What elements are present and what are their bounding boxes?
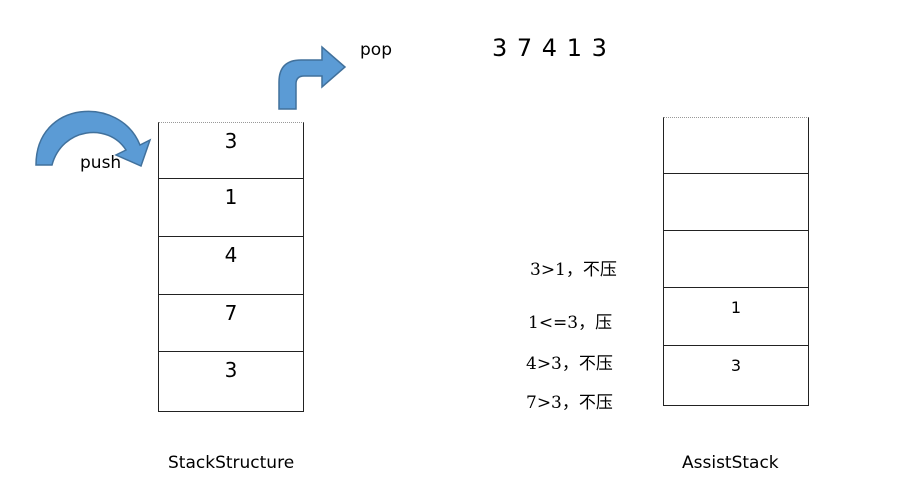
assist-stack-cell: 3 [663, 346, 809, 406]
stack-structure-caption: StackStructure [168, 453, 295, 473]
push-curved-arrow-icon [35, 110, 152, 168]
comparison-note: 7>3，不压 [526, 393, 613, 413]
stack-structure: 3 1 4 7 3 [158, 122, 304, 412]
assist-stack-cell [663, 174, 809, 231]
pop-label: pop [360, 40, 392, 60]
push-label: push [80, 153, 122, 173]
stack-structure-cell: 4 [158, 237, 304, 295]
sequence-label: 3 7 4 1 3 [492, 34, 608, 62]
stack-structure-cell: 7 [158, 295, 304, 352]
assist-stack-cell: 1 [663, 288, 809, 346]
assist-stack-cell [663, 117, 809, 174]
comparison-note: 4>3，不压 [526, 354, 613, 374]
pop-bent-arrow-icon [278, 45, 347, 110]
comparison-note: 3>1，不压 [530, 260, 617, 280]
stack-structure-cell: 1 [158, 179, 304, 237]
assist-stack: 1 3 [663, 117, 809, 406]
stack-structure-cell: 3 [158, 122, 304, 179]
comparison-note: 1<=3，压 [528, 313, 613, 333]
stack-structure-cell: 3 [158, 352, 304, 412]
assist-stack-cell [663, 231, 809, 288]
assist-stack-caption: AssistStack [682, 453, 779, 473]
